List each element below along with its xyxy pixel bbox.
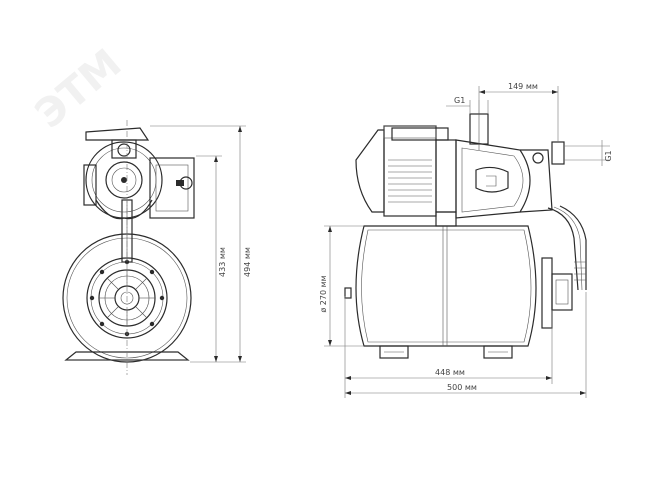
dim-height-total: 494 мм (150, 125, 252, 363)
dim-outlet-thread: G1 (564, 140, 613, 166)
dim-outlet-offset: 149 мм (478, 82, 559, 142)
watermark-logo: ЭТМ (27, 40, 130, 137)
dim-outlet-thread-label: G1 (604, 150, 613, 161)
front-view: 494 мм 433 мм (62, 120, 252, 375)
dim-inlet-thread-label: G1 (454, 96, 465, 105)
front-pump-body (83, 127, 163, 220)
dim-height-total-label: 494 мм (243, 247, 252, 277)
side-motor (355, 125, 449, 217)
side-outlet-port (551, 141, 565, 165)
front-pressure-switch (149, 157, 195, 219)
side-feet (379, 345, 513, 359)
dim-height-body-label: 433 мм (218, 247, 227, 277)
side-hose (547, 205, 587, 291)
dim-length-total-label: 500 мм (447, 383, 477, 392)
dim-length-total: 500 мм (344, 292, 587, 398)
svg-text:ЭТМ: ЭТМ (27, 40, 130, 137)
dim-tank-diameter-label: ø 270 мм (319, 275, 328, 312)
side-view: G1 149 мм G1 ø 270 мм (319, 82, 613, 398)
dim-length-base: 448 мм (344, 296, 553, 384)
dim-outlet-offset-label: 149 мм (508, 82, 538, 91)
side-tank (344, 225, 537, 347)
side-tank-flange (541, 257, 573, 329)
dim-tank-diameter: ø 270 мм (319, 225, 364, 347)
dim-length-base-label: 448 мм (435, 368, 465, 377)
side-pump-housing (435, 139, 553, 219)
dim-height-body: 433 мм (196, 155, 227, 362)
dim-inlet-thread: G1 (446, 96, 489, 114)
